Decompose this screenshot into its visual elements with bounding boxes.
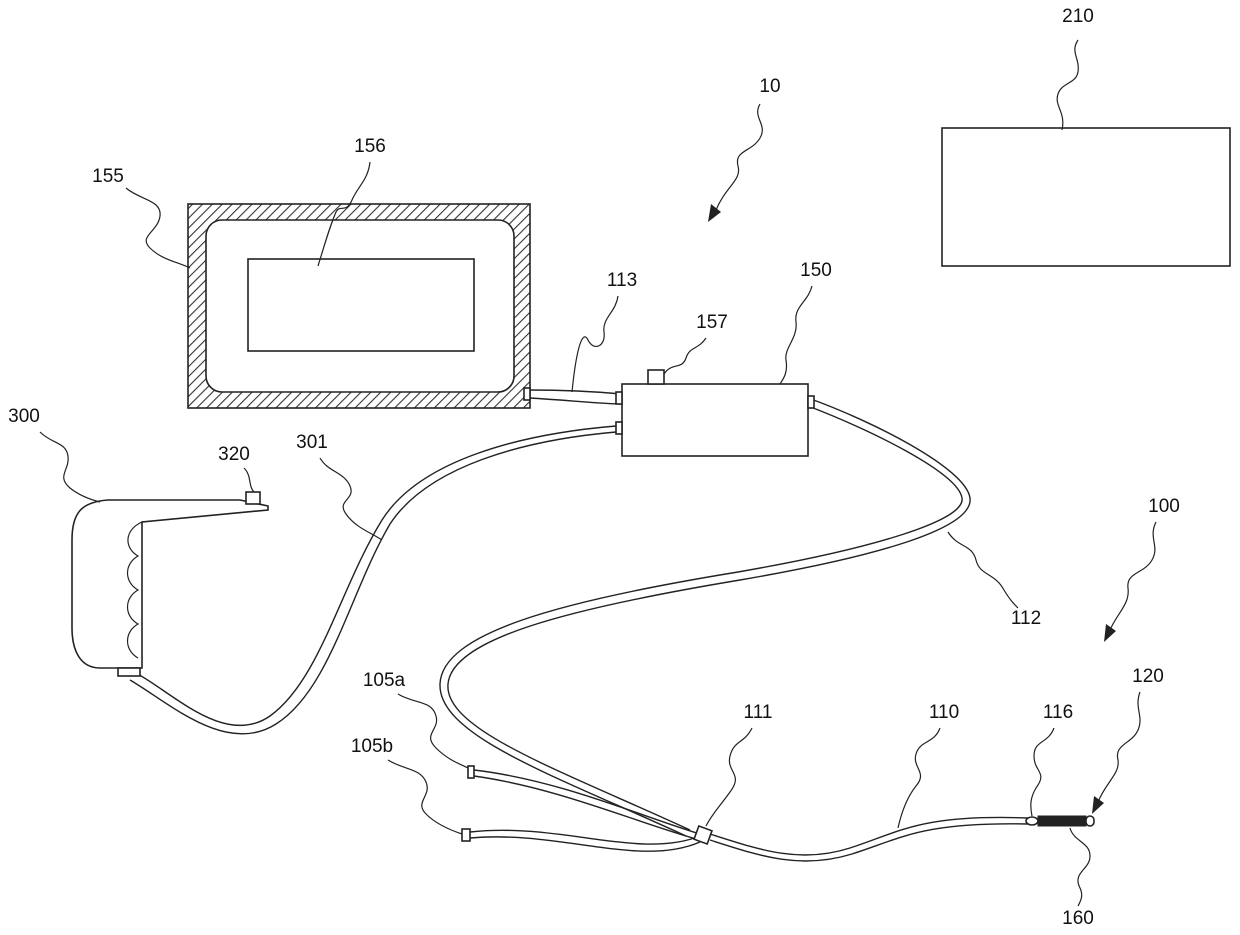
- external-box: [942, 128, 1230, 266]
- connector-105a: [468, 766, 474, 778]
- leader-301: [320, 458, 382, 540]
- leader-155: [126, 188, 190, 268]
- handle-outlet: [118, 668, 140, 676]
- arrowhead-120: [1092, 796, 1104, 814]
- control-input-b: [616, 422, 622, 434]
- leader-105a: [398, 694, 468, 768]
- connector-105b: [462, 829, 470, 841]
- catheter-110-a: [710, 817, 1028, 855]
- tip-end: [1086, 816, 1094, 826]
- label-150: 150: [800, 260, 832, 281]
- tube-113-upper: [530, 390, 622, 394]
- display-screen: [248, 259, 474, 351]
- label-110: 110: [929, 702, 959, 723]
- arrowhead-10: [708, 204, 721, 222]
- leader-150: [780, 286, 812, 384]
- joint: [1026, 817, 1038, 825]
- handle-trigger: [246, 492, 260, 504]
- tube-113-plug: [524, 388, 530, 400]
- label-116: 116: [1043, 702, 1073, 723]
- line-105a: [474, 770, 700, 834]
- tube-112-a: [448, 398, 970, 830]
- catheter-110-b: [710, 824, 1028, 861]
- tube-113-lower: [530, 398, 622, 404]
- control-port: [648, 370, 664, 384]
- tube-112-plug: [808, 396, 814, 408]
- label-112: 112: [1011, 608, 1041, 629]
- label-113: 113: [607, 270, 637, 291]
- handle-body: [72, 500, 268, 668]
- leader-160: [1070, 828, 1090, 906]
- arrow-100: [1110, 522, 1156, 630]
- label-160: 160: [1062, 908, 1094, 929]
- label-105a: 105a: [363, 670, 406, 691]
- tube-112-b: [440, 406, 962, 836]
- label-10: 10: [759, 76, 780, 97]
- label-210: 210: [1062, 6, 1094, 27]
- leader-300: [40, 432, 100, 502]
- leader-157: [664, 338, 706, 374]
- label-155: 155: [92, 166, 124, 187]
- label-100: 100: [1148, 496, 1180, 517]
- label-301: 301: [296, 432, 328, 453]
- label-320: 320: [218, 444, 250, 465]
- leader-112: [948, 532, 1018, 608]
- label-120: 120: [1132, 666, 1164, 687]
- leader-116: [1031, 728, 1054, 816]
- arrow-10: [716, 104, 762, 210]
- arrow-120: [1098, 692, 1140, 802]
- leader-113: [572, 296, 618, 392]
- leader-105b: [388, 760, 462, 834]
- leader-111: [706, 728, 752, 826]
- label-156: 156: [354, 136, 386, 157]
- control-input-a: [616, 392, 622, 404]
- label-111: 111: [744, 702, 773, 723]
- label-105b: 105b: [351, 736, 393, 757]
- coil: [1038, 816, 1086, 826]
- control-unit: [622, 384, 808, 456]
- label-300: 300: [8, 406, 40, 427]
- leader-210: [1057, 40, 1078, 130]
- leader-320: [244, 468, 254, 492]
- label-157: 157: [696, 312, 728, 333]
- junction: [694, 826, 712, 844]
- arrowhead-100: [1104, 624, 1116, 642]
- leader-110: [898, 728, 940, 828]
